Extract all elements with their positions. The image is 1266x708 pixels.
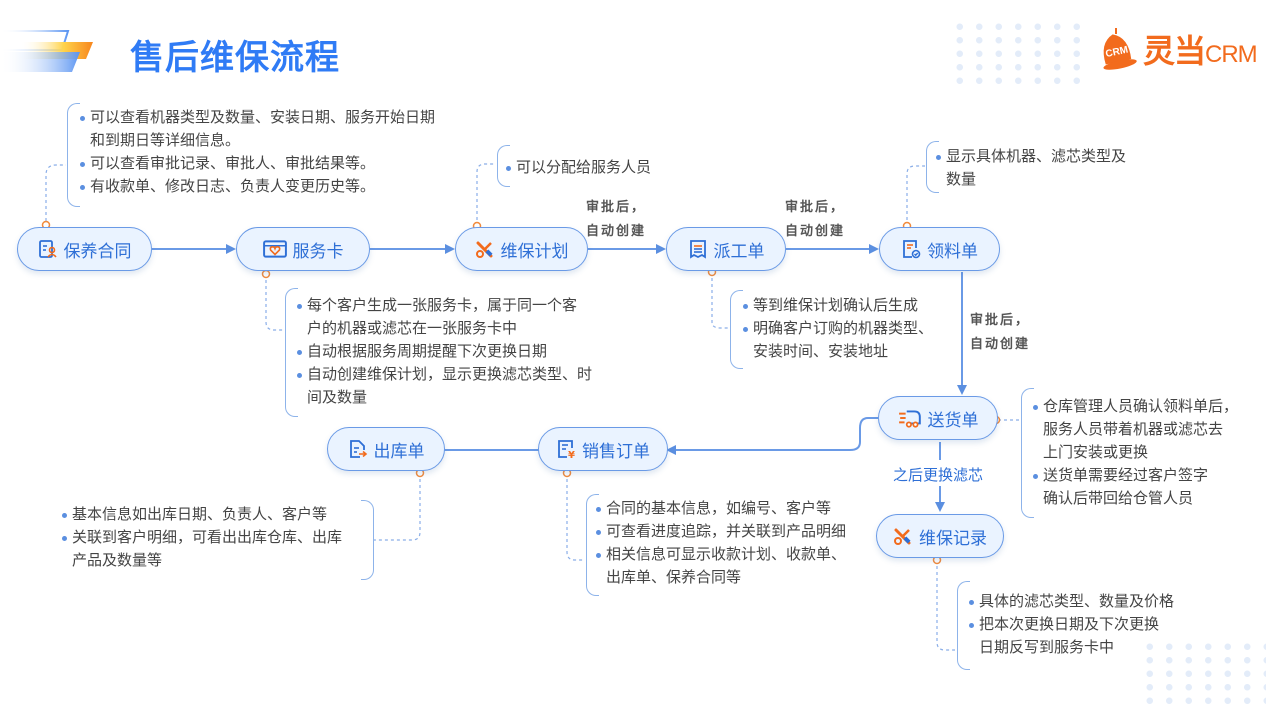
contract-icon — [38, 240, 57, 258]
note-outbound: 基本信息如出库日期、负责人、客户等关联到客户明细，可看出出库仓库、出库产品及数量… — [62, 503, 342, 572]
node-label: 派工单 — [713, 241, 765, 262]
note-line: 显示具体机器、滤芯类型及 — [936, 145, 1126, 168]
note-bracket — [67, 103, 80, 207]
note-line: 合同的基本信息，如编号、客户等 — [596, 497, 846, 520]
header-stripes-decoration — [0, 30, 93, 72]
note-line: 出库单、保养合同等 — [606, 568, 742, 586]
note-line: 可以分配给服务人员 — [506, 156, 651, 179]
note-line: 相关信息可显示收款计划、收款单、 — [596, 543, 846, 566]
note-bracket — [926, 141, 939, 193]
svg-text:¥: ¥ — [568, 450, 575, 459]
dot-grid-decoration — [950, 20, 1085, 86]
node-label: 维保计划 — [500, 241, 569, 262]
dot-grid-decoration — [1140, 640, 1266, 708]
note-contract: 可以查看机器类型及数量、安装日期、服务开始日期和到期日等详细信息。可以查看审批记… — [80, 106, 435, 198]
page-title: 售后维保流程 — [130, 38, 340, 78]
node-label: 保养合同 — [63, 241, 132, 262]
note-line: 确认后带回给仓管人员 — [1043, 489, 1194, 507]
edge-label-plan-to-dispatch: 审批后，自动创建 — [586, 200, 647, 239]
note-line: 基本信息如出库日期、负责人、客户等 — [62, 503, 342, 526]
node-label: 销售订单 — [582, 441, 650, 462]
note-line: 产品及数量等 — [72, 551, 163, 569]
node-sales-order[interactable]: ¥ 销售订单 — [538, 427, 668, 471]
note-line: 和到期日等详细信息。 — [90, 131, 241, 149]
node-maintenance-record[interactable]: 维保记录 — [876, 514, 1004, 558]
yuan-document-icon: ¥ — [558, 440, 575, 459]
note-bracket — [957, 581, 970, 670]
node-label: 送货单 — [927, 410, 979, 431]
document-list-icon — [689, 240, 706, 259]
edge-label-delivery-to-record: 之后更换滤芯 — [893, 466, 984, 484]
note-line: 可以查看审批记录、审批人、审批结果等。 — [80, 152, 435, 175]
note-line: 每个客户生成一张服务卡，属于同一个客 — [297, 294, 592, 317]
node-label: 服务卡 — [292, 241, 344, 262]
node-maintenance-plan[interactable]: 维保计划 — [455, 227, 588, 271]
note-line: 安装时间、安装地址 — [753, 342, 889, 360]
edge-label-dispatch-to-material: 审批后，自动创建 — [785, 200, 846, 239]
note-bracket — [730, 290, 743, 369]
note-service-card: 每个客户生成一张服务卡，属于同一个客户的机器或滤芯在一张服务卡中自动根据服务周期… — [297, 294, 592, 409]
export-document-icon — [349, 440, 367, 458]
note-bracket — [497, 145, 510, 187]
brand-logo: CRM 灵当CRM — [1095, 26, 1258, 72]
node-label: 出库单 — [373, 441, 425, 462]
note-line: 具体的滤芯类型、数量及价格 — [969, 590, 1174, 613]
edge-delivery-to-sales — [666, 417, 878, 455]
note-line: 服务人员带着机器或滤芯去 — [1043, 420, 1224, 438]
node-contract[interactable]: 保养合同 — [17, 227, 152, 271]
note-line: 明确客户订购的机器类型、 — [743, 317, 933, 340]
note-line: 自动根据服务周期提醒下次更换日期 — [297, 340, 592, 363]
note-line: 自动创建维保计划，显示更换滤芯类型、时 — [297, 363, 592, 386]
note-dispatch: 等到维保计划确认后生成明确客户订购的机器类型、安装时间、安装地址 — [743, 294, 933, 363]
note-sales-order: 合同的基本信息，如编号、客户等可查看进度追踪，并关联到产品明细相关信息可显示收款… — [596, 497, 846, 589]
note-line: 仓库管理人员确认领料单后， — [1033, 395, 1238, 418]
note-line: 等到维保计划确认后生成 — [743, 294, 933, 317]
note-line: 有收款单、修改日志、负责人变更历史等。 — [80, 175, 435, 198]
note-bracket — [285, 288, 298, 417]
note-bracket — [361, 500, 374, 580]
logo-suffix: CRM — [1205, 41, 1258, 68]
note-line: 可查看进度追踪，并关联到产品明细 — [596, 520, 846, 543]
note-line: 把本次更换日期及下次更换 — [969, 613, 1174, 636]
note-line: 关联到客户明细，可看出出库仓库、出库 — [62, 526, 342, 549]
node-delivery[interactable]: 送货单 — [878, 396, 998, 440]
logo-name: 灵当 — [1143, 32, 1206, 70]
checklist-icon — [903, 240, 921, 259]
note-line: 送货单需要经过客户签字 — [1033, 464, 1238, 487]
note-line: 间及数量 — [307, 388, 368, 406]
logo-badge: CRM — [1105, 45, 1130, 60]
heart-card-icon — [262, 240, 287, 258]
edge-label-material-to-delivery: 审批后，自动创建 — [970, 313, 1031, 352]
note-line: 日期反写到服务卡中 — [979, 638, 1115, 656]
crm-bell-icon: CRM — [1103, 28, 1137, 70]
node-label: 维保记录 — [919, 528, 987, 549]
note-maintenance-plan: 可以分配给服务人员 — [506, 156, 651, 179]
truck-icon — [898, 410, 921, 428]
note-bracket — [586, 494, 599, 596]
note-material: 显示具体机器、滤芯类型及数量 — [936, 145, 1126, 191]
tools-icon — [894, 528, 911, 545]
node-material[interactable]: 领料单 — [879, 227, 1000, 271]
node-outbound[interactable]: 出库单 — [327, 427, 445, 471]
node-dispatch[interactable]: 派工单 — [666, 227, 786, 271]
note-bracket — [1021, 388, 1034, 518]
node-label: 领料单 — [927, 241, 978, 262]
node-service-card[interactable]: 服务卡 — [236, 227, 370, 271]
note-line: 户的机器或滤芯在一张服务卡中 — [307, 319, 518, 337]
note-maintenance-record: 具体的滤芯类型、数量及价格把本次更换日期及下次更换日期反写到服务卡中 — [969, 590, 1174, 659]
tools-icon — [475, 241, 493, 258]
note-delivery: 仓库管理人员确认领料单后， 服务人员带着机器或滤芯去上门安装或更换送货单需要经过客… — [1033, 395, 1238, 510]
note-line: 可以查看机器类型及数量、安装日期、服务开始日期 — [80, 106, 435, 129]
note-line: 数量 — [946, 170, 977, 188]
note-line: 上门安装或更换 — [1043, 443, 1149, 461]
